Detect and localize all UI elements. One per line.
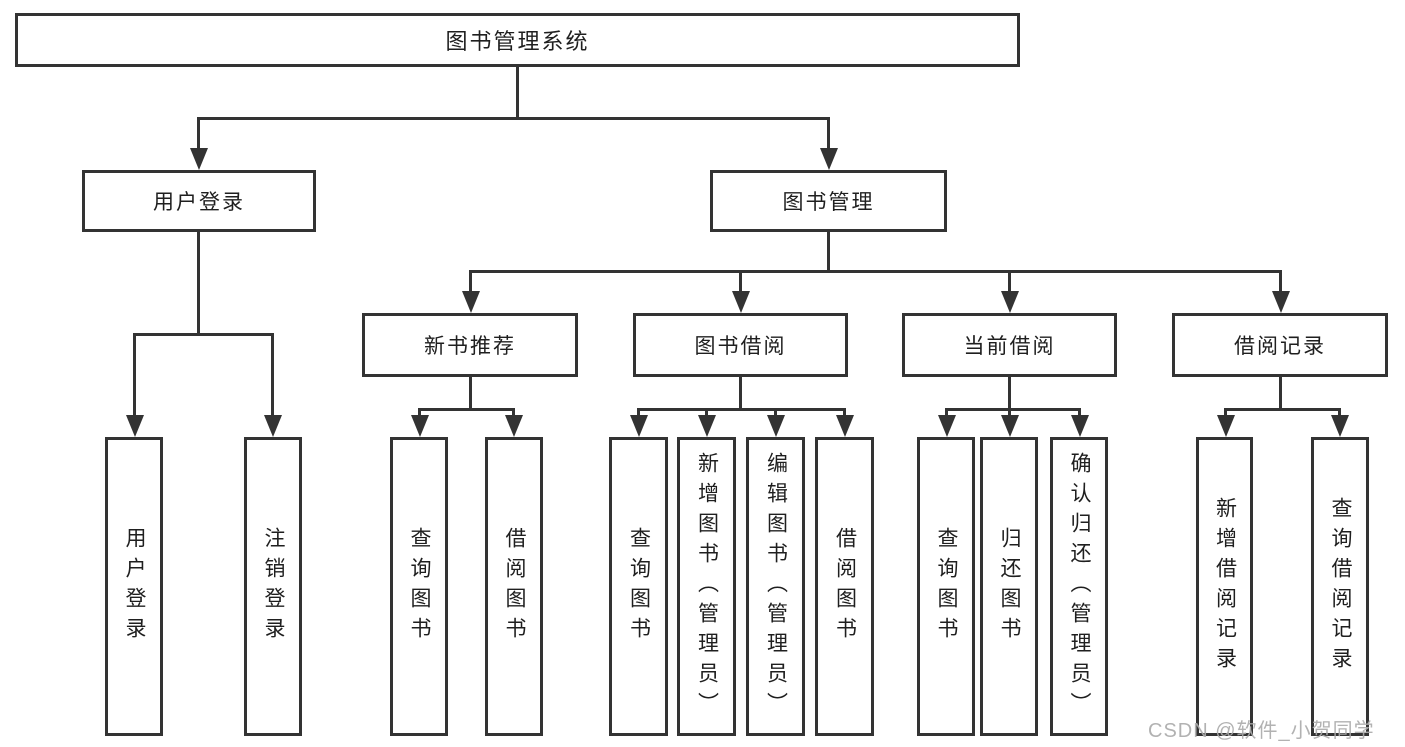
leaf-logout: 注销登录 (244, 437, 302, 736)
leaf-label: 借阅图书 (833, 526, 857, 647)
connector-line (739, 377, 742, 411)
connector-line (271, 333, 274, 417)
connector-line (197, 117, 830, 120)
leaf-label: 注销登录 (262, 526, 285, 647)
node-user-login: 用户登录 (82, 170, 316, 232)
node-book-borrow: 图书借阅 (633, 313, 848, 377)
leaf-label: 用户登录 (123, 526, 146, 647)
leaf-label: 查询图书 (627, 526, 651, 647)
connector-line (637, 408, 846, 411)
connector-line (945, 408, 1081, 411)
leaf-label: 归还图书 (998, 526, 1021, 647)
leaf-label: 借阅图书 (503, 526, 526, 647)
arrow-down-icon (1001, 415, 1019, 437)
leaf-confirm-return-admin: 确认归还（管理员） (1050, 437, 1108, 736)
leaf-query-borrow-record: 查询借阅记录 (1311, 437, 1369, 736)
connector-line (1338, 408, 1341, 418)
node-label: 借阅记录 (1234, 335, 1326, 358)
node-label: 用户登录 (153, 191, 245, 214)
node-label: 图书管理 (782, 191, 875, 214)
arrow-down-icon (505, 415, 523, 437)
connector-line (516, 65, 519, 119)
leaf-return-book: 归还图书 (980, 437, 1038, 736)
connector-line (1224, 408, 1341, 411)
connector-line (469, 377, 472, 411)
arrow-down-icon (732, 291, 750, 313)
node-borrow-record: 借阅记录 (1172, 313, 1388, 377)
node-label: 新书推荐 (424, 335, 516, 358)
arrow-down-icon (1217, 415, 1235, 437)
leaf-query-books-recommend: 查询图书 (390, 437, 448, 736)
leaf-edit-book-admin: 编辑图书（管理员） (746, 437, 805, 736)
connector-line (469, 270, 1282, 273)
node-label: 图书借阅 (694, 335, 787, 358)
leaf-label: 编辑图书（管理员） (764, 451, 788, 722)
connector-line (512, 408, 515, 418)
connector-line (1224, 408, 1227, 418)
connector-line (1008, 270, 1011, 292)
connector-line (197, 232, 200, 336)
node-library-management-system: 图书管理系统 (15, 13, 1020, 67)
arrow-down-icon (462, 291, 480, 313)
arrow-down-icon (1272, 291, 1290, 313)
arrow-down-icon (836, 415, 854, 437)
connector-line (418, 408, 421, 418)
arrow-down-icon (938, 415, 956, 437)
connector-line (774, 408, 777, 418)
arrow-down-icon (767, 415, 785, 437)
leaf-label: 查询图书 (408, 526, 431, 647)
connector-line (739, 270, 742, 292)
arrow-down-icon (630, 415, 648, 437)
node-new-book-recommend: 新书推荐 (362, 313, 578, 377)
leaf-user-login: 用户登录 (105, 437, 163, 736)
leaf-query-books-borrow: 查询图书 (609, 437, 668, 736)
arrow-down-icon (126, 415, 144, 437)
leaf-label: 新增图书（管理员） (695, 451, 719, 722)
arrow-down-icon (1071, 415, 1089, 437)
connector-line (197, 117, 200, 151)
node-current-borrow: 当前借阅 (902, 313, 1117, 377)
leaf-add-borrow-record: 新增借阅记录 (1196, 437, 1253, 736)
connector-line (469, 270, 472, 292)
node-label: 图书管理系统 (445, 29, 590, 54)
connector-line (945, 408, 948, 418)
arrow-down-icon (1331, 415, 1349, 437)
csdn-watermark: CSDN @软件_小贺同学 (1148, 720, 1375, 742)
connector-line (843, 408, 846, 418)
connector-line (827, 117, 830, 151)
connector-line (1078, 408, 1081, 418)
leaf-label: 查询图书 (935, 526, 958, 647)
arrow-down-icon (1001, 291, 1019, 313)
leaf-label: 新增借阅记录 (1213, 496, 1237, 677)
arrow-down-icon (698, 415, 716, 437)
arrow-down-icon (190, 148, 208, 170)
connector-line (827, 232, 830, 273)
connector-line (1008, 408, 1011, 418)
connector-line (133, 333, 274, 336)
leaf-query-books-current: 查询图书 (917, 437, 975, 736)
arrow-down-icon (264, 415, 282, 437)
connector-line (1279, 377, 1282, 411)
connector-line (1279, 270, 1282, 292)
connector-line (418, 408, 515, 411)
arrow-down-icon (411, 415, 429, 437)
leaf-add-book-admin: 新增图书（管理员） (677, 437, 736, 736)
node-book-management: 图书管理 (710, 170, 947, 232)
leaf-borrow-books: 借阅图书 (815, 437, 874, 736)
arrow-down-icon (820, 148, 838, 170)
node-label: 当前借阅 (963, 335, 1056, 358)
connector-line (705, 408, 708, 418)
leaf-label: 确认归还（管理员） (1068, 451, 1091, 722)
connector-line (637, 408, 640, 418)
connector-line (1008, 377, 1011, 411)
connector-line (133, 333, 136, 417)
leaf-borrow-books-recommend: 借阅图书 (485, 437, 543, 736)
leaf-label: 查询借阅记录 (1329, 496, 1352, 677)
